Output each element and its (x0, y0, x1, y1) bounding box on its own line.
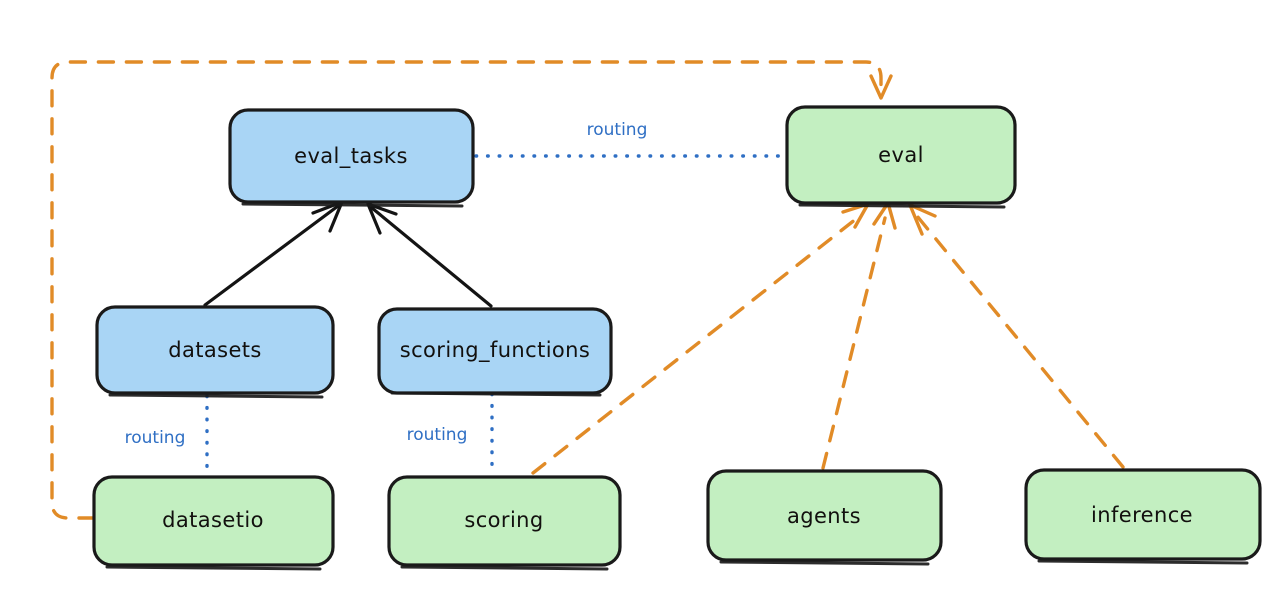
node-datasetio-label: datasetio (162, 508, 264, 532)
node-eval_tasks-underline (241, 202, 464, 208)
edge-agents-eval (821, 201, 897, 470)
node-inference[interactable]: inference (1024, 468, 1262, 565)
edge-datasetio-eval-path (50, 60, 883, 520)
node-inference-label: inference (1091, 503, 1193, 527)
edge-scoring-eval-arrowhead (841, 202, 870, 229)
node-eval[interactable]: eval (785, 105, 1017, 209)
edge-label-routing-scoring-functions: routing (407, 425, 468, 445)
node-eval-underline (798, 203, 1006, 209)
edge-scoring_functions-eval_tasks-path (370, 206, 493, 308)
node-scoring-body[interactable] (387, 475, 622, 567)
node-scoring-underline (400, 565, 609, 571)
edge-inference-eval (908, 203, 1125, 469)
node-eval-label: eval (878, 143, 924, 167)
node-agents-underline (719, 560, 930, 566)
edge-datasetio-eval (50, 60, 893, 520)
node-scoring-label: scoring (464, 508, 543, 532)
node-eval_tasks[interactable]: eval_tasks (228, 108, 475, 208)
node-datasets-underline (108, 393, 324, 399)
edge-datasets-eval_tasks-path (203, 204, 340, 307)
edge-layer (50, 60, 1125, 520)
node-scoring_functions-label: scoring_functions (400, 338, 590, 363)
node-datasetio-body[interactable] (92, 475, 335, 567)
node-inference-body[interactable] (1024, 468, 1262, 561)
node-datasetio-underline (105, 565, 322, 571)
node-scoring[interactable]: scoring (387, 475, 622, 571)
node-datasets[interactable]: datasets (95, 305, 335, 399)
edge-scoring-eval-path (531, 213, 863, 475)
node-inference-underline (1037, 559, 1249, 565)
edge-label-routing-top: routing (587, 120, 648, 140)
node-agents-body[interactable] (706, 469, 943, 562)
edge-inference-eval-path (915, 214, 1125, 469)
edge-label-routing-datasets: routing (125, 428, 186, 448)
node-scoring_functions[interactable]: scoring_functions (377, 307, 613, 397)
edge-datasetio-eval-arrowhead (869, 74, 893, 100)
node-datasets-label: datasets (168, 338, 262, 362)
edge-datasets-eval_tasks (203, 200, 344, 307)
node-eval_tasks-body[interactable] (228, 108, 475, 204)
node-agents[interactable]: agents (706, 469, 943, 566)
edge-scoring_functions-eval_tasks (366, 202, 493, 308)
node-eval_tasks-label: eval_tasks (294, 144, 408, 169)
node-datasetio[interactable]: datasetio (92, 475, 335, 571)
edge-label-layer: routing routing routing (125, 120, 648, 448)
node-datasets-body[interactable] (95, 305, 335, 395)
node-layer: eval_tasks eval datasets scoring_functio… (92, 105, 1262, 571)
node-eval-body[interactable] (785, 105, 1017, 205)
edge-inference-eval-arrowhead (908, 203, 937, 236)
node-agents-label: agents (787, 504, 861, 528)
edge-agents-eval-path (821, 216, 887, 470)
node-scoring_functions-body[interactable] (377, 307, 613, 395)
